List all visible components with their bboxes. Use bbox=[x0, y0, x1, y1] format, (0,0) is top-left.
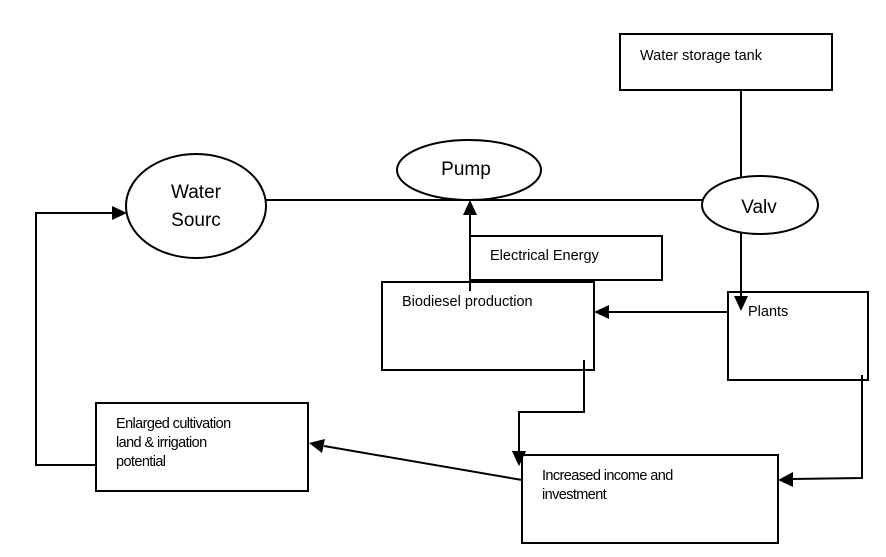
node-enlarged-cultivation: Enlarged cultivation land & irrigation p… bbox=[95, 402, 309, 492]
enlarged-cultivation-label-line-1: Enlarged cultivation bbox=[116, 416, 231, 432]
node-water-source: Water Sourc bbox=[125, 153, 267, 259]
pump-label: Pump bbox=[441, 159, 491, 180]
arrowhead-source bbox=[112, 206, 127, 220]
arrowhead-biodiesel bbox=[594, 305, 609, 319]
plants-label: Plants bbox=[748, 304, 788, 320]
enlarged-cultivation-label-line-2: land & irrigation bbox=[116, 435, 207, 451]
enlarged-cultivation-label-line-3: potential bbox=[116, 454, 166, 470]
node-plants: Plants bbox=[727, 291, 869, 381]
node-biodiesel-production: Biodiesel production bbox=[381, 281, 595, 371]
biodiesel-production-label: Biodiesel production bbox=[402, 294, 533, 310]
water-source-label-line-2: Sourc bbox=[171, 210, 221, 231]
increased-income-label-line-1: Increased income and bbox=[542, 468, 673, 484]
node-electrical-energy: Electrical Energy bbox=[469, 235, 663, 281]
node-increased-income: Increased income and investment bbox=[521, 454, 779, 544]
arrowhead-pump bbox=[463, 200, 477, 215]
arrowhead-income-top-overlay bbox=[512, 451, 526, 466]
arrowhead-income-right bbox=[778, 472, 793, 487]
node-water-storage-tank: Water storage tank bbox=[619, 33, 833, 91]
arrowhead-cultivation bbox=[309, 439, 325, 453]
arrowhead-plants-top bbox=[734, 296, 748, 311]
node-valve: Valv bbox=[701, 175, 819, 235]
valve-label: Valv bbox=[741, 197, 777, 218]
edge-income-to-cultivation bbox=[323, 445, 523, 481]
edge-cultivation-to-source bbox=[35, 212, 112, 466]
edge-plants-to-income bbox=[791, 375, 863, 480]
electrical-energy-label: Electrical Energy bbox=[490, 248, 600, 264]
water-storage-tank-label: Water storage tank bbox=[640, 48, 763, 64]
edge-biodiesel-to-income bbox=[518, 360, 585, 451]
increased-income-label-line-2: investment bbox=[542, 487, 607, 503]
node-pump: Pump bbox=[396, 139, 542, 201]
water-source-label-line-1: Water bbox=[171, 182, 222, 203]
